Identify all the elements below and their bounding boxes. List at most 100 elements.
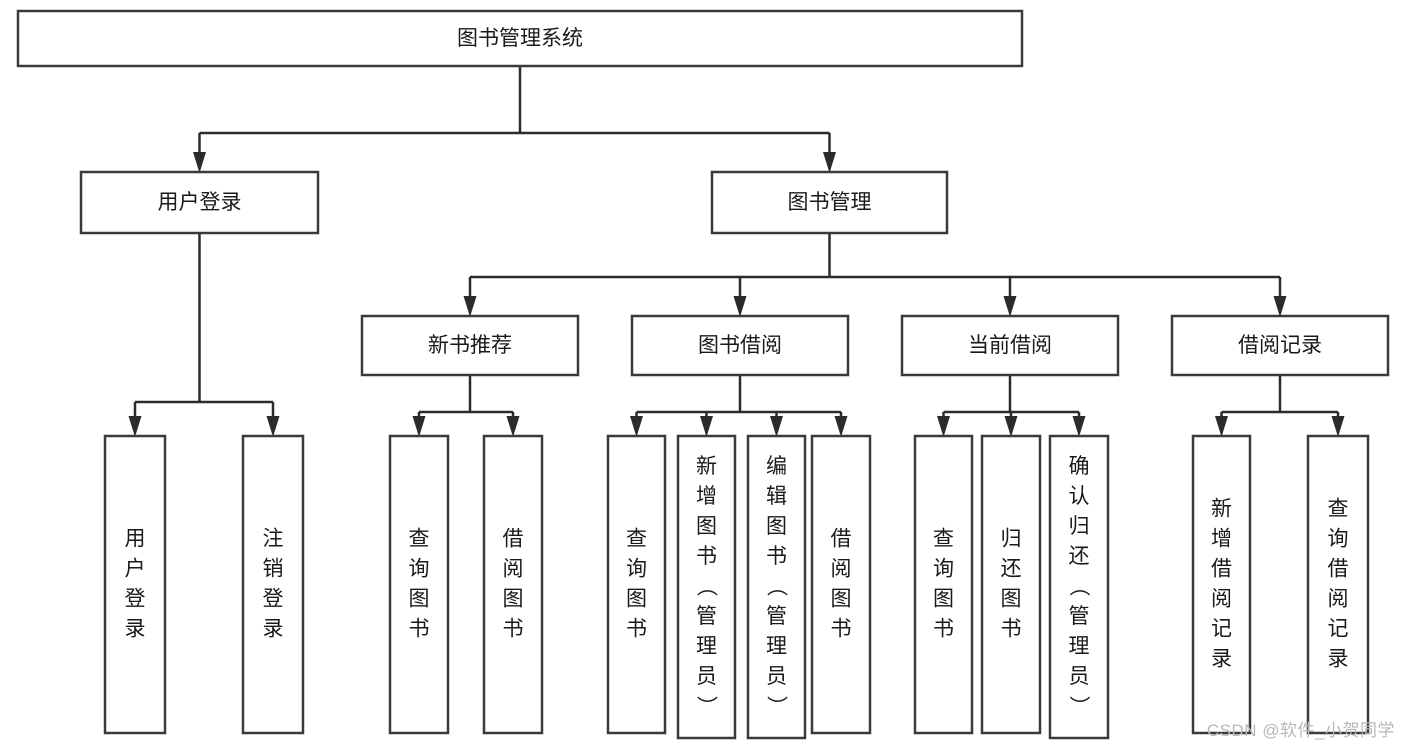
node-label-char: 辑	[766, 485, 787, 508]
node-label-char: 图	[933, 588, 954, 611]
node-label-char: 新	[1211, 498, 1232, 521]
node-label-char: 理	[766, 635, 787, 658]
node-label-char: 增	[696, 485, 717, 508]
node-current-borrow[interactable]: 当前借阅	[900, 314, 1120, 377]
node-borrow-records[interactable]: 借阅记录	[1170, 314, 1390, 377]
node-label-char: 图	[831, 588, 852, 611]
node-label-char: 阅	[503, 558, 524, 581]
node-label-char: 登	[125, 588, 146, 611]
node-label: 用户登录	[158, 191, 242, 214]
node-label-char: 用	[125, 528, 146, 551]
node-label: 新书推荐	[428, 334, 512, 357]
node-label-char: 书	[626, 618, 647, 641]
node-box[interactable]	[1048, 434, 1110, 740]
node-label: 图书管理	[788, 191, 872, 214]
node-label-char: ）	[765, 696, 788, 717]
node-label-char: 录	[1211, 648, 1232, 671]
node-box[interactable]	[103, 434, 167, 735]
node-label-char: 新	[696, 455, 717, 478]
arrow-head-icon	[733, 296, 747, 317]
node-box[interactable]	[810, 434, 872, 735]
node-label-char: 记	[1211, 618, 1232, 641]
arrow-head-icon	[1003, 296, 1017, 317]
node-box[interactable]	[1306, 434, 1370, 735]
node-box[interactable]	[482, 434, 544, 735]
node-label-char: 注	[263, 528, 284, 551]
node-label-char: 编	[766, 455, 787, 478]
node-label: 当前借阅	[968, 334, 1052, 357]
node-box[interactable]	[676, 434, 737, 740]
node-label-char: 员	[766, 665, 787, 688]
arrow-head-icon	[1331, 416, 1345, 437]
node-label-char: （	[765, 576, 788, 597]
node-box[interactable]	[16, 9, 1024, 68]
node-root[interactable]: 图书管理系统	[16, 9, 1024, 68]
node-box[interactable]	[746, 434, 807, 740]
node-book-management[interactable]: 图书管理	[710, 170, 949, 235]
node-label-char: 图	[1001, 588, 1022, 611]
node-label-char: 确	[1069, 455, 1090, 478]
node-label-char: 书	[503, 618, 524, 641]
node-label-char: 员	[696, 665, 717, 688]
arrow-head-icon	[937, 416, 950, 437]
node-label-char: 销	[263, 558, 284, 581]
node-box[interactable]	[1170, 314, 1390, 377]
node-label-char: 询	[933, 558, 954, 581]
node-label-char: 图	[696, 515, 717, 538]
connector-group-new-book-recommend	[412, 375, 520, 437]
arrow-head-icon	[1004, 416, 1018, 437]
node-label-char: 录	[125, 618, 146, 641]
node-label-char: 书	[766, 545, 787, 568]
arrow-head-icon	[823, 152, 836, 173]
node-box[interactable]	[630, 314, 850, 377]
connector-layer	[128, 66, 1345, 437]
node-label-char: 员	[1069, 665, 1090, 688]
arrow-head-icon	[1072, 416, 1086, 437]
node-label-char: 阅	[831, 558, 852, 581]
connector-group-book-management	[463, 233, 1287, 317]
node-leaf-user-login[interactable]: 用户登录	[103, 434, 167, 735]
arrow-head-icon	[1215, 416, 1228, 437]
node-box[interactable]	[1191, 434, 1252, 735]
node-box[interactable]	[360, 314, 580, 377]
node-label-char: 书	[933, 618, 954, 641]
node-box[interactable]	[241, 434, 305, 735]
node-label-char: 借	[1211, 558, 1232, 581]
node-label-char: （	[695, 576, 718, 597]
node-box[interactable]	[980, 434, 1042, 735]
arrow-head-icon	[770, 416, 783, 437]
node-box[interactable]	[900, 314, 1120, 377]
node-label-char: ）	[1067, 696, 1090, 717]
arrow-head-icon	[128, 416, 142, 437]
node-new-book-recommend[interactable]: 新书推荐	[360, 314, 580, 377]
node-box[interactable]	[79, 170, 320, 235]
node-label-char: 查	[933, 528, 954, 551]
node-label-char: 图	[409, 588, 430, 611]
node-label-char: 图	[626, 588, 647, 611]
node-label-char: 录	[263, 618, 284, 641]
connector-group-current-borrow	[937, 375, 1086, 437]
node-box[interactable]	[710, 170, 949, 235]
node-user-login[interactable]: 用户登录	[79, 170, 320, 235]
node-box[interactable]	[388, 434, 450, 735]
node-label-char: 阅	[1211, 588, 1232, 611]
node-box[interactable]	[606, 434, 667, 735]
node-label: 图书管理系统	[457, 27, 583, 50]
node-book-borrow[interactable]: 图书借阅	[630, 314, 850, 377]
node-label-char: 借	[1328, 558, 1349, 581]
node-label-char: 查	[409, 528, 430, 551]
node-box[interactable]	[913, 434, 974, 735]
